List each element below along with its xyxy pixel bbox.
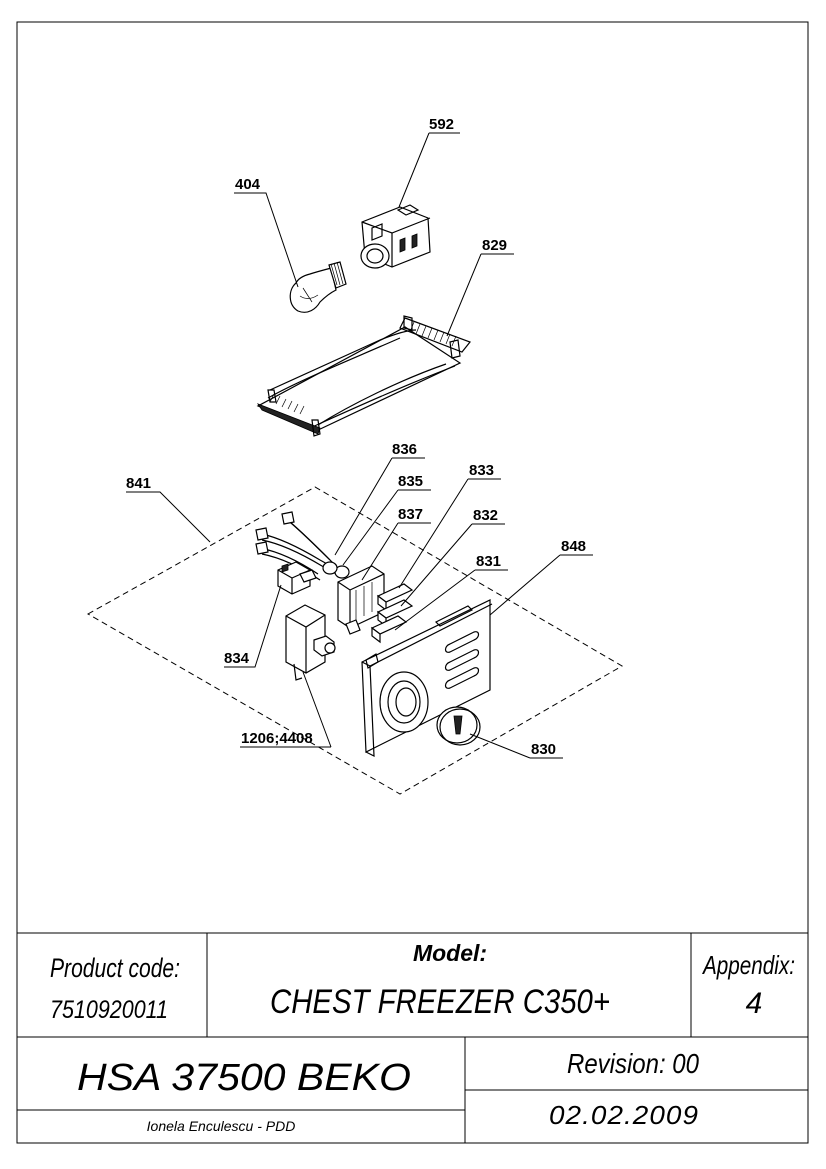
- callout-labels: 592 404 829 836 835 833 837 832 841 848 …: [126, 116, 586, 758]
- model-value: CHEST FREEZER C350+: [270, 983, 610, 1021]
- callout-833: 833: [469, 462, 494, 479]
- appendix-label: Appendix:: [701, 950, 795, 980]
- callout-1206-4408: 1206;4408: [241, 730, 313, 747]
- wire-harness-part: [255, 511, 350, 581]
- switch-part: [277, 561, 317, 595]
- title-block: Product code: 7510920011 Model: CHEST FR…: [17, 932, 808, 1143]
- leader-lines: [126, 132, 593, 759]
- product-code-value: 7510920011: [50, 996, 168, 1024]
- assembly-outline: [86, 486, 623, 795]
- callout-835: 835: [398, 473, 423, 490]
- callout-836: 836: [392, 441, 417, 458]
- appendix-value: 4: [746, 987, 763, 1020]
- thermostat-part: [285, 604, 336, 681]
- lamp-holder-part: [360, 204, 431, 269]
- control-panel-part: [361, 599, 493, 757]
- drawing-frame: [16, 21, 809, 1144]
- model-label: Model:: [413, 940, 487, 966]
- drawing-name: HSA 37500 BEKO: [77, 1057, 411, 1099]
- lamp-cover-part: [256, 315, 471, 437]
- lamp-bulb-part: [289, 261, 347, 313]
- callout-829: 829: [482, 237, 507, 254]
- date: 02.02.2009: [549, 1100, 699, 1130]
- callout-834: 834: [224, 650, 250, 667]
- callout-841: 841: [126, 475, 151, 492]
- callout-404: 404: [235, 176, 261, 193]
- callout-832: 832: [473, 507, 498, 524]
- bracket-part: [337, 565, 385, 635]
- callout-848: 848: [561, 538, 586, 555]
- callout-830: 830: [531, 741, 556, 758]
- knob-part: [436, 706, 481, 746]
- callout-592: 592: [429, 116, 454, 133]
- indicator-lights-part: [370, 583, 414, 644]
- revision: Revision: 00: [567, 1048, 699, 1079]
- callout-831: 831: [476, 553, 501, 570]
- callout-837: 837: [398, 506, 423, 523]
- author: Ionela Enculescu - PDD: [147, 1118, 296, 1134]
- product-code-label: Product code:: [50, 953, 180, 983]
